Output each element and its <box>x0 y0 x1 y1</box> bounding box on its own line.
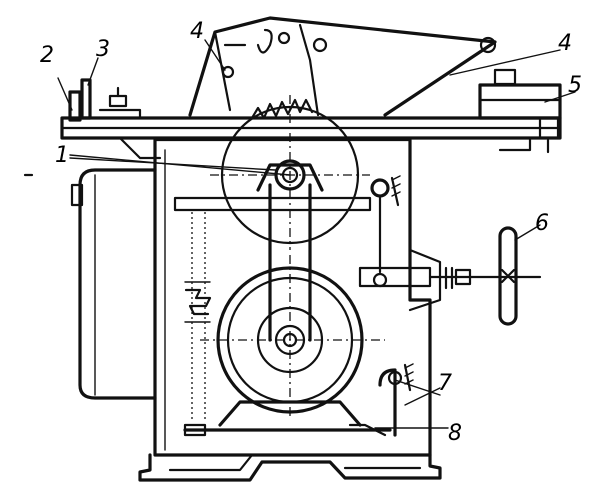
blade-guard <box>188 16 497 117</box>
control-linkage <box>358 248 542 312</box>
label-part-7: 7 <box>438 371 452 396</box>
part-labels: 1 2 3 4 4 5 6 7 8 <box>40 19 582 446</box>
label-part-5: 5 <box>568 73 582 98</box>
machine-table <box>60 116 562 160</box>
left-rod-spring <box>184 212 212 420</box>
label-part-1: 1 <box>55 143 69 168</box>
right-guide <box>478 68 562 154</box>
lower-pulley <box>200 255 385 420</box>
label-part-8: 8 <box>448 421 462 446</box>
handle-lever <box>498 226 518 326</box>
machine-frame <box>153 138 432 457</box>
label-part-4-guard: 4 <box>190 19 204 44</box>
motor-mount <box>183 400 392 437</box>
label-part-3: 3 <box>96 37 110 62</box>
label-part-2: 2 <box>40 43 54 68</box>
leader-lines <box>57 39 576 429</box>
electric-motor <box>70 168 157 400</box>
machine-base <box>138 453 442 482</box>
left-fence-and-clamp <box>68 78 142 122</box>
label-part-4-right: 4 <box>558 31 572 56</box>
brake-lever <box>378 363 441 437</box>
label-part-6: 6 <box>535 211 549 236</box>
upper-lever <box>173 175 401 274</box>
